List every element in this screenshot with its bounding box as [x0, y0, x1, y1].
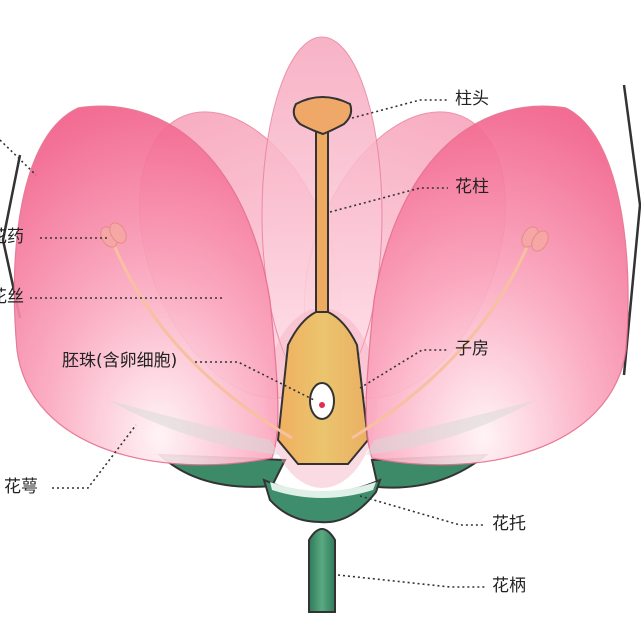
label-ovule: 胚珠(含卵细胞) — [62, 351, 178, 371]
leader-style — [329, 187, 448, 213]
filament-left-shape — [110, 239, 293, 440]
petal-left-front — [13, 105, 279, 466]
petal-right-front — [365, 105, 629, 466]
leader-pedicel — [337, 574, 485, 588]
sepal-right-tip — [366, 400, 536, 455]
leader-petal — [0, 139, 37, 176]
label-stigma: 柱头 — [455, 89, 489, 109]
receptacle-highlight — [270, 482, 376, 498]
stigma-shape — [292, 96, 353, 136]
anther-left-b — [109, 222, 127, 244]
egg-cell-dot — [319, 402, 325, 408]
sepal-left-tip — [108, 400, 280, 455]
leader-ovary — [359, 349, 448, 389]
right-edge-bracket — [622, 84, 641, 376]
pedicel-shape — [308, 528, 336, 613]
leader-sepal — [52, 424, 137, 489]
leader-stigma — [351, 99, 448, 119]
label-anther: 花药 — [0, 227, 24, 247]
anther-right-b — [531, 230, 549, 252]
ovule-shape — [309, 382, 335, 420]
label-pedicel: 花柄 — [492, 576, 526, 596]
style-shape — [315, 124, 329, 321]
leader-receptacle — [359, 495, 485, 526]
filament-right-shape — [351, 239, 532, 440]
label-filament: 花丝 — [0, 287, 24, 307]
label-style: 花柱 — [455, 177, 489, 197]
label-receptacle: 花托 — [492, 514, 526, 534]
label-ovary: 子房 — [455, 339, 489, 359]
label-sepal: 花萼 — [4, 477, 38, 497]
